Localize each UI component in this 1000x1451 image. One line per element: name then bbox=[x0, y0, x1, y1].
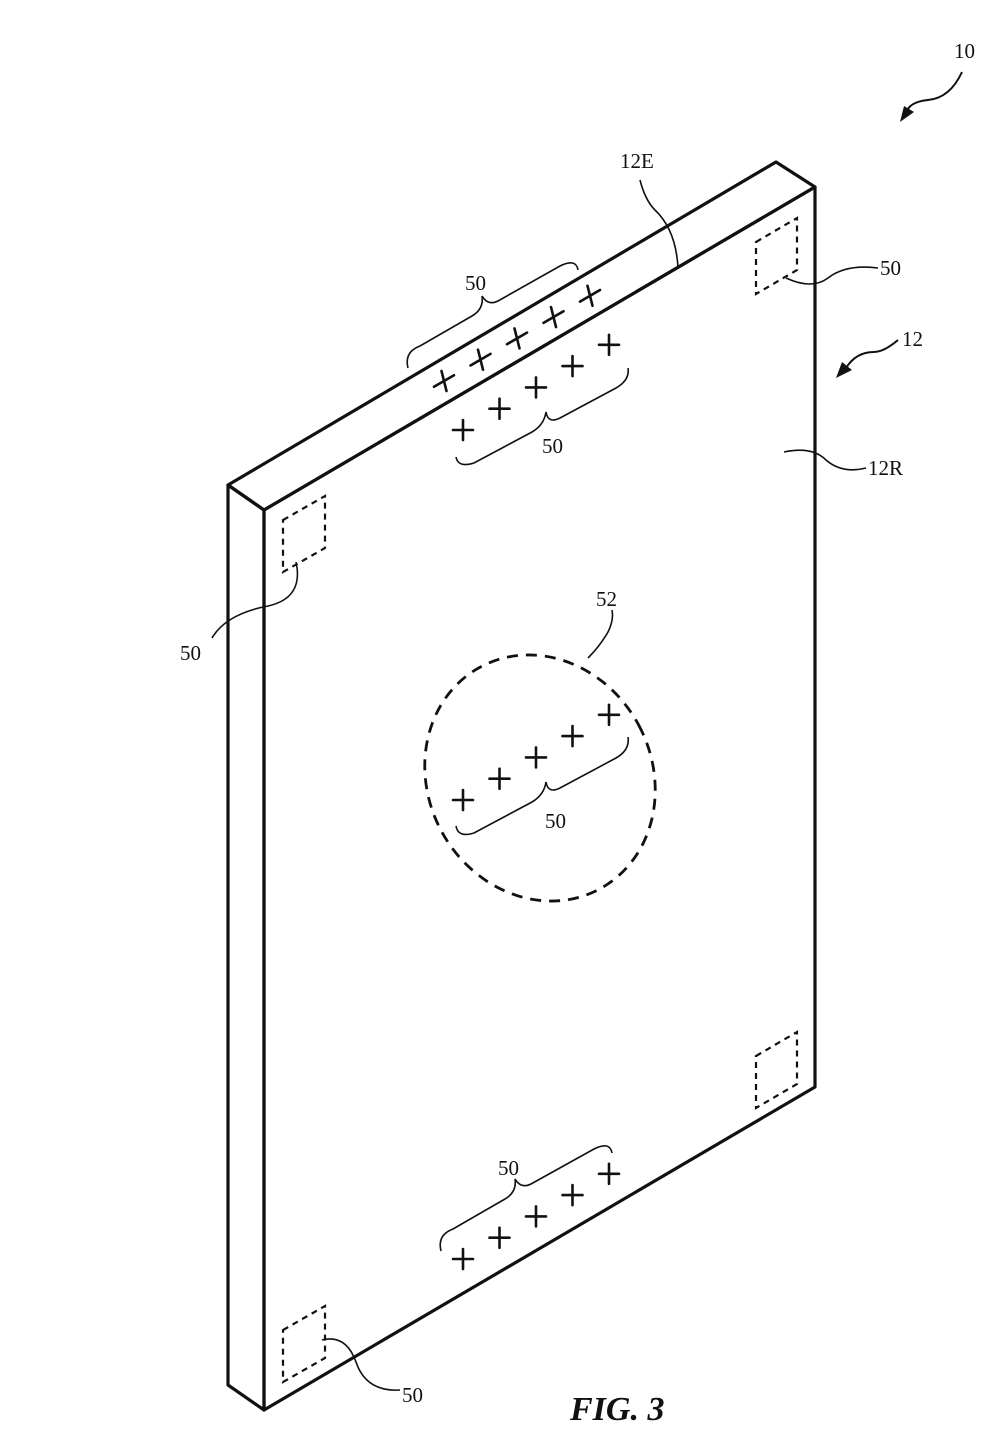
device-housing bbox=[226, 160, 817, 1412]
arrow-10-shaft bbox=[905, 71, 963, 115]
sensor-marker-rows bbox=[432, 284, 621, 1271]
arrows bbox=[836, 71, 963, 378]
corner-sensor-top-right bbox=[754, 216, 799, 296]
corner-sensor-top-left bbox=[281, 494, 327, 574]
leader-12E bbox=[639, 179, 679, 269]
figure-caption: FIG. 3 bbox=[569, 1391, 664, 1428]
plus-marker bbox=[451, 1247, 475, 1271]
label-50-top-edge: 50 bbox=[465, 271, 486, 295]
plus-marker bbox=[524, 746, 548, 769]
plus-marker bbox=[469, 348, 492, 371]
leader-50-top-right bbox=[785, 266, 879, 285]
plus-marker bbox=[505, 327, 529, 350]
plus-marker bbox=[597, 703, 621, 727]
braces bbox=[406, 262, 630, 1252]
plus-marker bbox=[451, 788, 475, 812]
corner-sensor-bottom-left bbox=[281, 1304, 327, 1384]
arrow-12-head bbox=[836, 362, 852, 378]
brace-top-rear bbox=[455, 367, 630, 466]
arrow-12-shaft bbox=[845, 339, 899, 369]
plus-marker bbox=[524, 1205, 548, 1228]
brace-top-edge bbox=[406, 262, 579, 369]
corner-sensor-bottom-right bbox=[754, 1030, 799, 1110]
plus-marker bbox=[451, 418, 475, 442]
plus-marker bbox=[597, 333, 621, 357]
plus-marker bbox=[597, 1162, 621, 1186]
label-12: 12 bbox=[902, 327, 923, 351]
plus-row-center bbox=[451, 703, 621, 812]
label-50-corner-bl: 50 bbox=[402, 1383, 423, 1407]
brace-bottom bbox=[439, 1145, 613, 1252]
label-50-bottom: 50 bbox=[498, 1156, 519, 1180]
plus-marker bbox=[561, 354, 584, 378]
label-12E: 12E bbox=[620, 149, 654, 173]
brace-center bbox=[455, 736, 630, 836]
plus-marker bbox=[524, 376, 548, 399]
reference-labels: 10 12 12E 12R 52 50 50 50 50 50 50 50 FI… bbox=[180, 39, 975, 1428]
label-52: 52 bbox=[596, 587, 617, 611]
arrow-10-head bbox=[900, 106, 914, 122]
plus-row-top-edge bbox=[432, 284, 602, 393]
label-50-corner-tl: 50 bbox=[180, 641, 201, 665]
plus-marker bbox=[488, 1226, 511, 1249]
label-50-corner-tr: 50 bbox=[880, 256, 901, 280]
plus-marker bbox=[432, 369, 456, 393]
label-12R: 12R bbox=[868, 456, 903, 480]
dashed-region-ellipse bbox=[423, 653, 657, 903]
corner-sensors bbox=[281, 216, 799, 1384]
leader-lines bbox=[211, 179, 879, 1391]
plus-marker bbox=[542, 305, 565, 329]
leader-50-left bbox=[211, 561, 299, 639]
plus-marker bbox=[561, 724, 584, 748]
label-50-top-rear: 50 bbox=[542, 434, 563, 458]
plus-marker bbox=[488, 397, 511, 420]
label-10: 10 bbox=[954, 39, 975, 63]
plus-row-bottom bbox=[451, 1162, 621, 1271]
plus-marker bbox=[488, 767, 511, 790]
rear-face bbox=[262, 185, 817, 1412]
leader-52 bbox=[587, 609, 614, 659]
plus-marker bbox=[561, 1183, 584, 1207]
label-50-center: 50 bbox=[545, 809, 566, 833]
left-side-face bbox=[226, 483, 266, 1412]
plus-marker bbox=[578, 284, 602, 308]
leader-12R bbox=[783, 449, 867, 471]
plus-row-top-rear bbox=[451, 333, 621, 442]
leader-50-bottom-left bbox=[321, 1338, 401, 1391]
